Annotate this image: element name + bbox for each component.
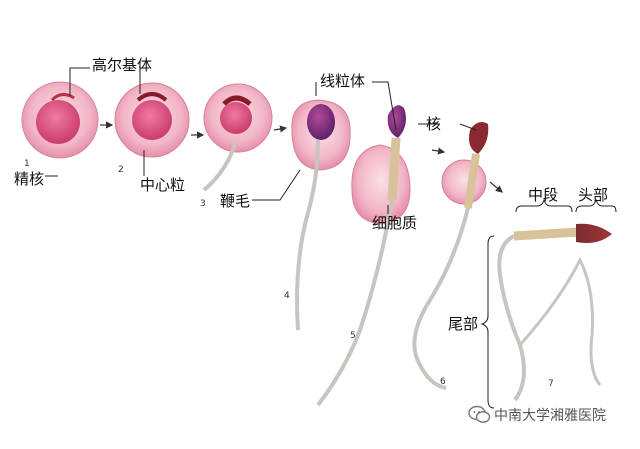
- stage-number-4: 4: [284, 291, 290, 301]
- stage-number-6: 6: [440, 377, 446, 387]
- leader-golgi-2: [139, 67, 148, 94]
- label-mitochondria: 线粒体: [320, 72, 366, 90]
- brace-tail: [480, 235, 495, 409]
- label-golgi: 高尔基体: [92, 56, 153, 74]
- stage-3-cell: [202, 83, 273, 192]
- label-nucleus-early: 精核: [14, 170, 45, 188]
- stage-6-cell: [412, 122, 489, 390]
- stage-number-1: 1: [24, 159, 30, 169]
- label-midpiece: 中段: [528, 186, 559, 204]
- stage-number-7: 7: [548, 379, 554, 389]
- watermark-text: 中南大学湘雅医院: [494, 408, 606, 424]
- arrow-6-7: [489, 181, 503, 193]
- leader-golgi-1: [69, 67, 90, 96]
- label-flagellum: 鞭毛: [220, 192, 251, 210]
- leader-lines: [45, 67, 477, 214]
- arrow-5-6: [431, 147, 446, 155]
- stage-1-cell: [21, 81, 99, 159]
- stage-2-cell: [114, 82, 190, 158]
- leader-nucleus-6: [459, 123, 477, 131]
- label-cytoplasm: 细胞质: [372, 214, 418, 232]
- watermark: 中南大学湘雅医院: [468, 405, 606, 425]
- leader-flagellum: [252, 169, 301, 201]
- stage-4-cell: [291, 99, 351, 331]
- wechat-logo: [468, 405, 491, 423]
- stage-number-5: 5: [350, 331, 356, 341]
- label-nucleus: 核: [426, 115, 442, 133]
- leader-mitochondria-5: [372, 81, 397, 131]
- brace-midpiece: [515, 198, 573, 213]
- stage-number-2: 2: [118, 165, 124, 175]
- brace-head: [575, 198, 617, 213]
- stage-5-cell: [316, 105, 411, 407]
- stage-number-3: 3: [200, 199, 206, 209]
- stage-7-sperm: [497, 223, 612, 402]
- label-tail: 尾部: [448, 315, 479, 333]
- arrow-3-4: [273, 125, 288, 133]
- label-head: 头部: [578, 186, 609, 204]
- label-centriole: 中心粒: [140, 176, 186, 194]
- braces: [480, 198, 617, 409]
